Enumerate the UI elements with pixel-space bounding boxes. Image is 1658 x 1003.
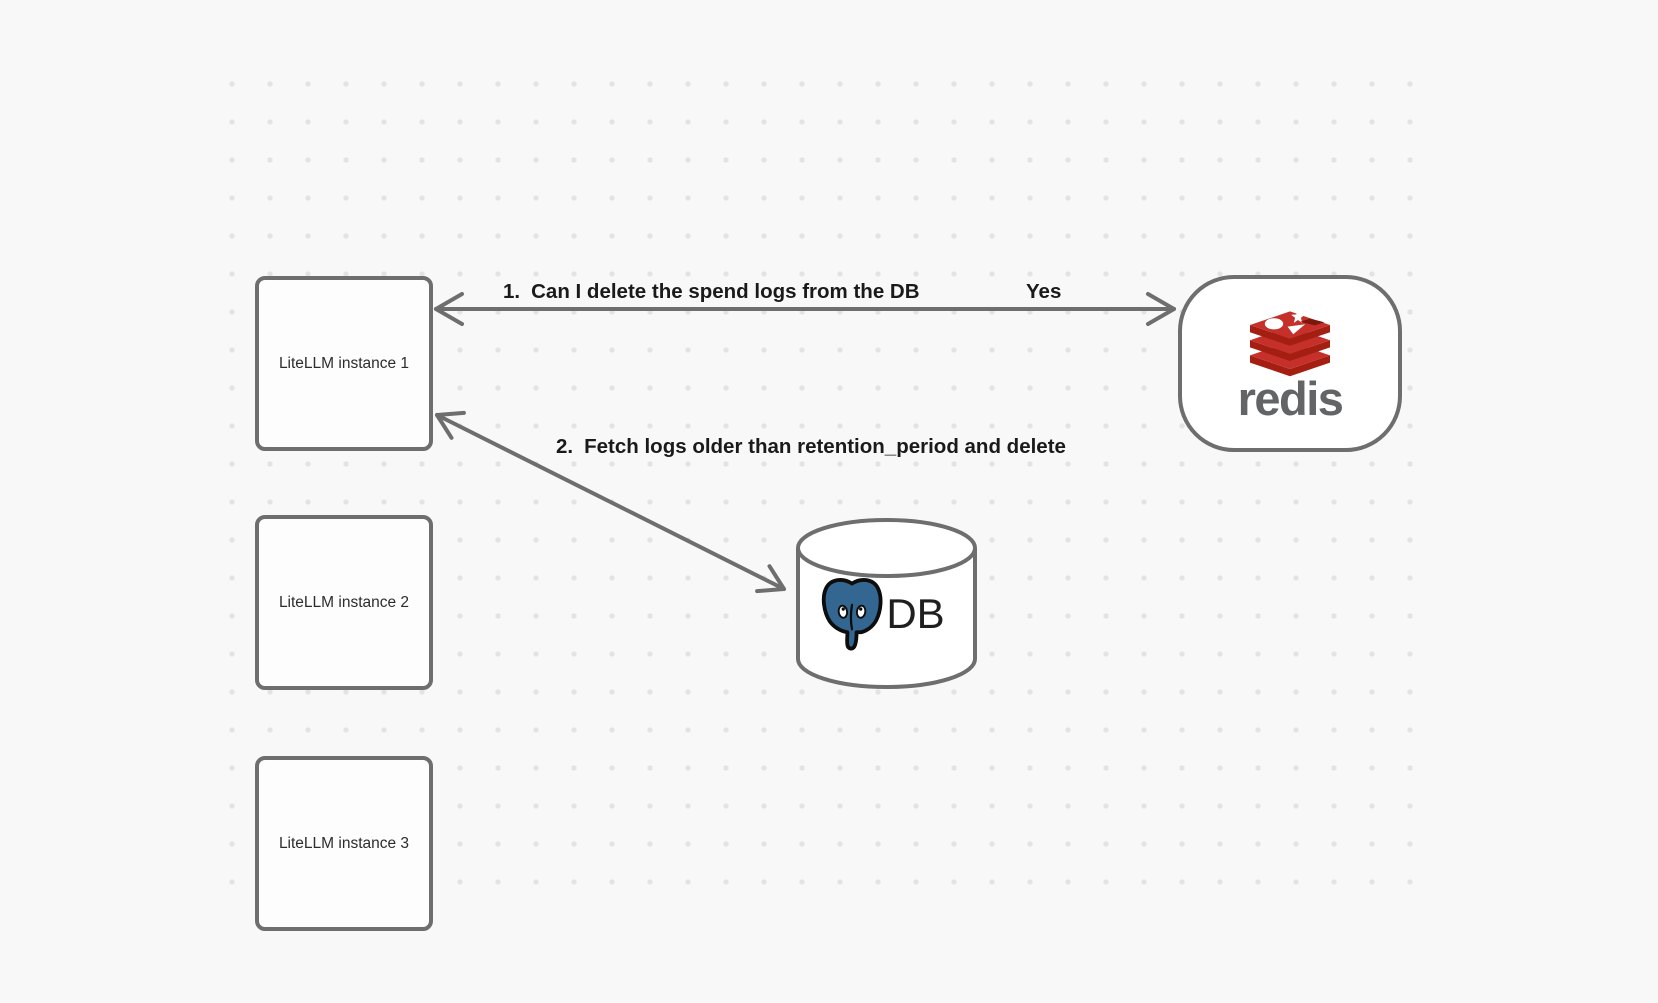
node-database[interactable]: DB bbox=[796, 518, 977, 689]
arrow2-label-text: Fetch logs older than retention_period a… bbox=[584, 435, 1066, 458]
redis-star-shape bbox=[1291, 309, 1305, 323]
node-redis[interactable]: redis bbox=[1178, 275, 1402, 452]
node-litellm-instance-3[interactable]: LiteLLM instance 3 bbox=[255, 756, 433, 931]
redis-wordmark: redis bbox=[1237, 371, 1344, 425]
node-litellm-instance-1-label: LiteLLM instance 1 bbox=[278, 354, 410, 372]
postgresql-logo-icon bbox=[822, 578, 883, 651]
arrow2-label[interactable]: 2. Fetch logs older than retention_period… bbox=[556, 435, 1066, 459]
database-label: DB bbox=[886, 590, 945, 637]
node-litellm-instance-2[interactable]: LiteLLM instance 2 bbox=[255, 515, 433, 690]
arrow1-label-number: 1. bbox=[503, 280, 521, 303]
arrow1-response-label[interactable]: Yes bbox=[1026, 280, 1062, 303]
node-litellm-instance-1[interactable]: LiteLLM instance 1 bbox=[255, 276, 433, 451]
redis-logo-icon bbox=[1250, 309, 1330, 376]
arrow1-label-text: Can I delete the spend logs from the DB bbox=[531, 280, 920, 303]
arrow2-label-number: 2. bbox=[556, 435, 574, 458]
arrow1-label[interactable]: 1. Can I delete the spend logs from the D… bbox=[503, 280, 920, 304]
node-litellm-instance-2-label: LiteLLM instance 2 bbox=[278, 593, 410, 611]
node-litellm-instance-3-label: LiteLLM instance 3 bbox=[278, 834, 410, 852]
